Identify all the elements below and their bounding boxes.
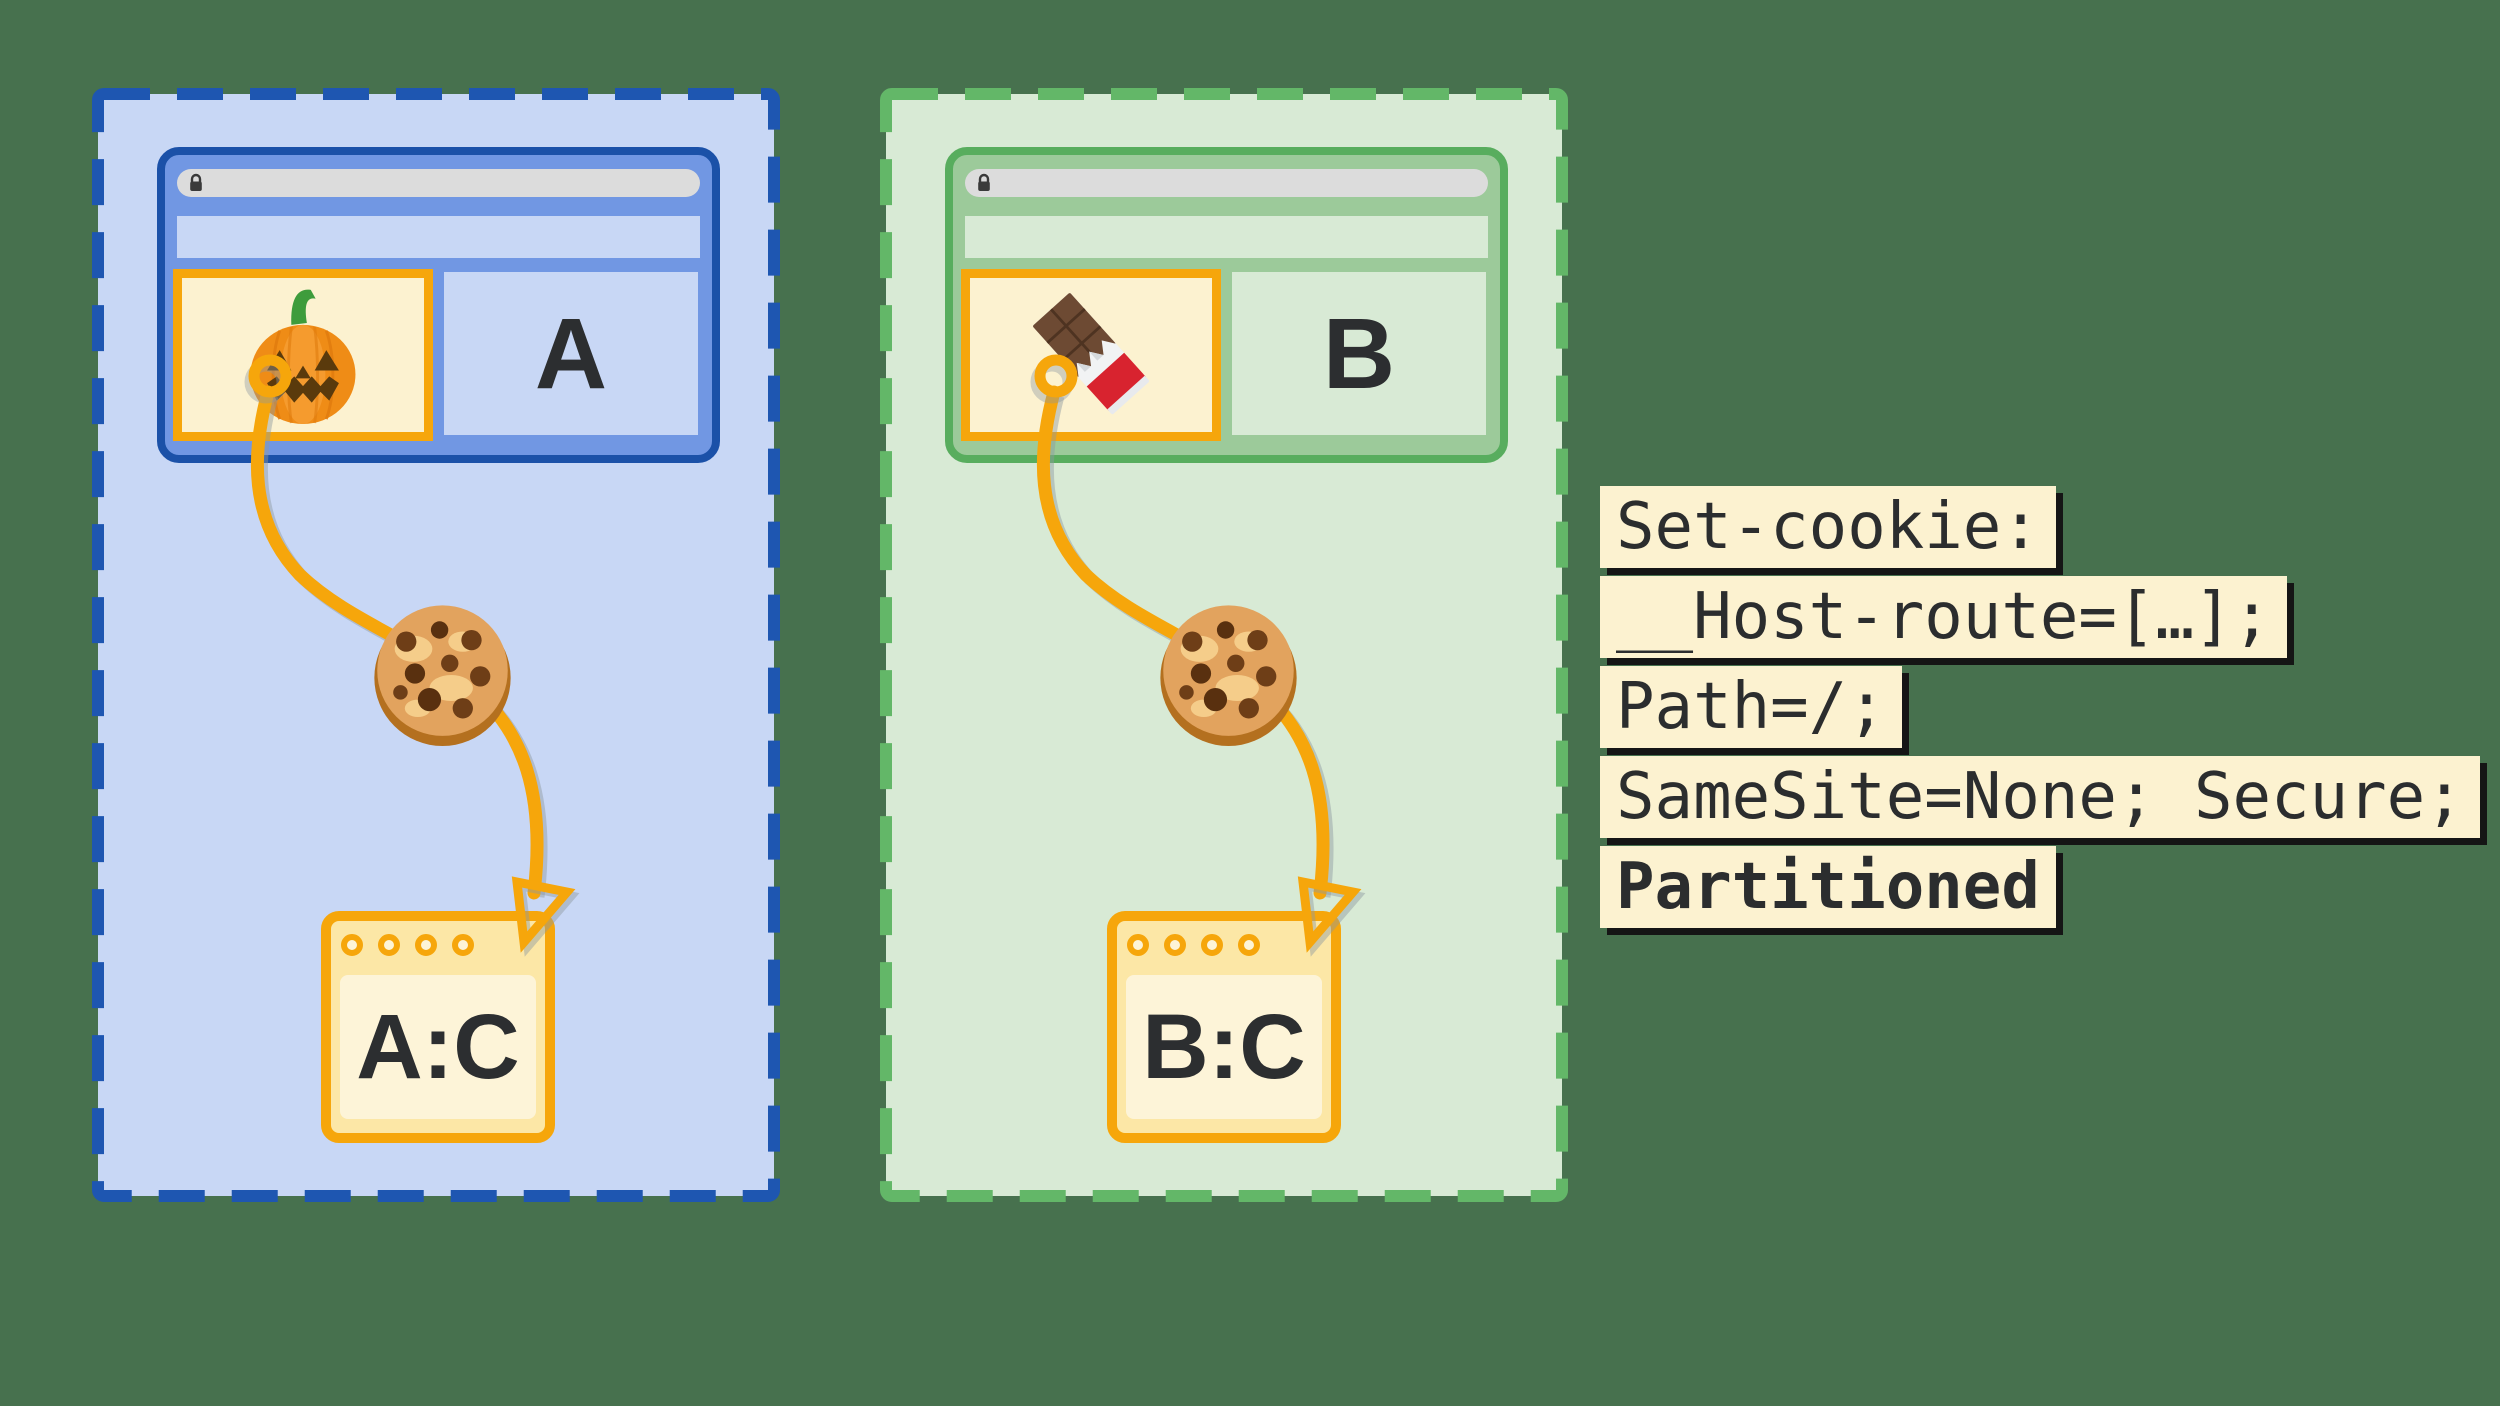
browser-window-b: B xyxy=(945,147,1508,463)
partition-a-dashed-border xyxy=(92,88,780,1202)
partition-site-a: A A:C xyxy=(92,88,780,1202)
cookie-jar-a: A:C xyxy=(321,911,555,1143)
code-line: Set-cookie: xyxy=(1600,486,2056,568)
window-dot xyxy=(341,934,363,956)
jar-panel-a: A:C xyxy=(340,975,536,1119)
code-line: Path=/; xyxy=(1600,666,1902,748)
browser-window-a: A xyxy=(157,147,720,463)
jar-panel-b: B:C xyxy=(1126,975,1322,1119)
window-dot xyxy=(378,934,400,956)
code-line-partitioned: Partitioned xyxy=(1600,846,2056,928)
jar-label-a: A:C xyxy=(356,996,520,1098)
frame-label-b: B xyxy=(1322,297,1396,410)
cookie-jar-b: B:C xyxy=(1107,911,1341,1143)
partition-site-b: B B:C xyxy=(880,88,1568,1202)
jar-dots-a xyxy=(341,934,474,956)
window-dot xyxy=(1201,934,1223,956)
frame-label-a: A xyxy=(534,297,608,410)
lock-icon xyxy=(978,173,990,191)
main-frame-b: B xyxy=(1232,272,1486,435)
window-dot xyxy=(1127,934,1149,956)
window-dot xyxy=(1238,934,1260,956)
toolbar-strip-b xyxy=(965,216,1488,258)
window-dot xyxy=(415,934,437,956)
partition-b-dashed-border xyxy=(880,88,1568,1202)
window-dot xyxy=(1164,934,1186,956)
main-frame-a: A xyxy=(444,272,698,435)
jack-o-lantern-icon xyxy=(250,289,356,424)
embed-frame-b xyxy=(961,269,1221,441)
lock-icon xyxy=(190,173,202,191)
url-bar-a xyxy=(177,169,700,197)
embed-frame-a xyxy=(173,269,433,441)
set-cookie-code-block: Set-cookie: __Host-route=[…]; Path=/; Sa… xyxy=(1600,486,2480,928)
toolbar-strip-a xyxy=(177,216,700,258)
code-line: __Host-route=[…]; xyxy=(1600,576,2288,658)
url-bar-b xyxy=(965,169,1488,197)
chocolate-bar-icon xyxy=(1033,293,1149,415)
jar-label-b: B:C xyxy=(1142,996,1306,1098)
jar-dots-b xyxy=(1127,934,1260,956)
window-dot xyxy=(452,934,474,956)
code-line: SameSite=None; Secure; xyxy=(1600,756,2480,838)
